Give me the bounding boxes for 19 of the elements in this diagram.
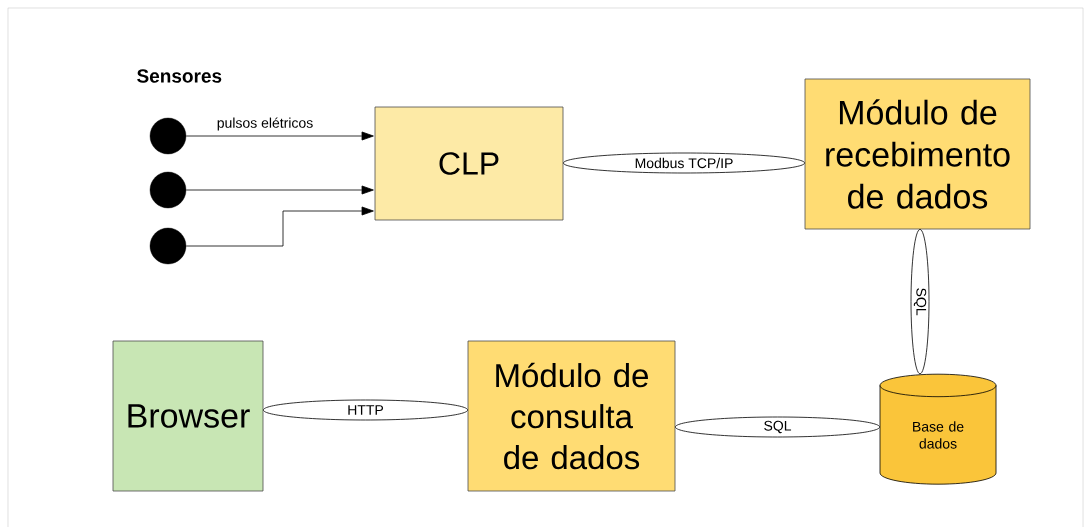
- sensor-circle: [149, 117, 187, 155]
- edge-label: Modbus TCP/IP: [635, 157, 733, 169]
- heading: Sensores: [137, 69, 222, 83]
- edge-label: SQL: [764, 420, 792, 434]
- arrow: [185, 185, 374, 195]
- database-cylinder: Base de dados: [879, 373, 997, 485]
- process-box: Módulo de consulta de dados: [467, 340, 676, 492]
- sensor-circle: [149, 227, 187, 265]
- connection-tube: [675, 416, 880, 438]
- edge-label: SQL: [913, 288, 927, 316]
- edge-label: HTTP: [348, 405, 384, 415]
- process-box: CLP: [374, 106, 564, 221]
- process-box: Módulo de recebimento de dados: [804, 78, 1031, 230]
- arrow: [185, 131, 374, 141]
- sensor-circle: [149, 171, 187, 209]
- edge-label: pulsos elétricos: [217, 117, 313, 131]
- process-box: Browser: [112, 340, 264, 492]
- connection-tube: [263, 399, 468, 421]
- arrow: [185, 206, 374, 247]
